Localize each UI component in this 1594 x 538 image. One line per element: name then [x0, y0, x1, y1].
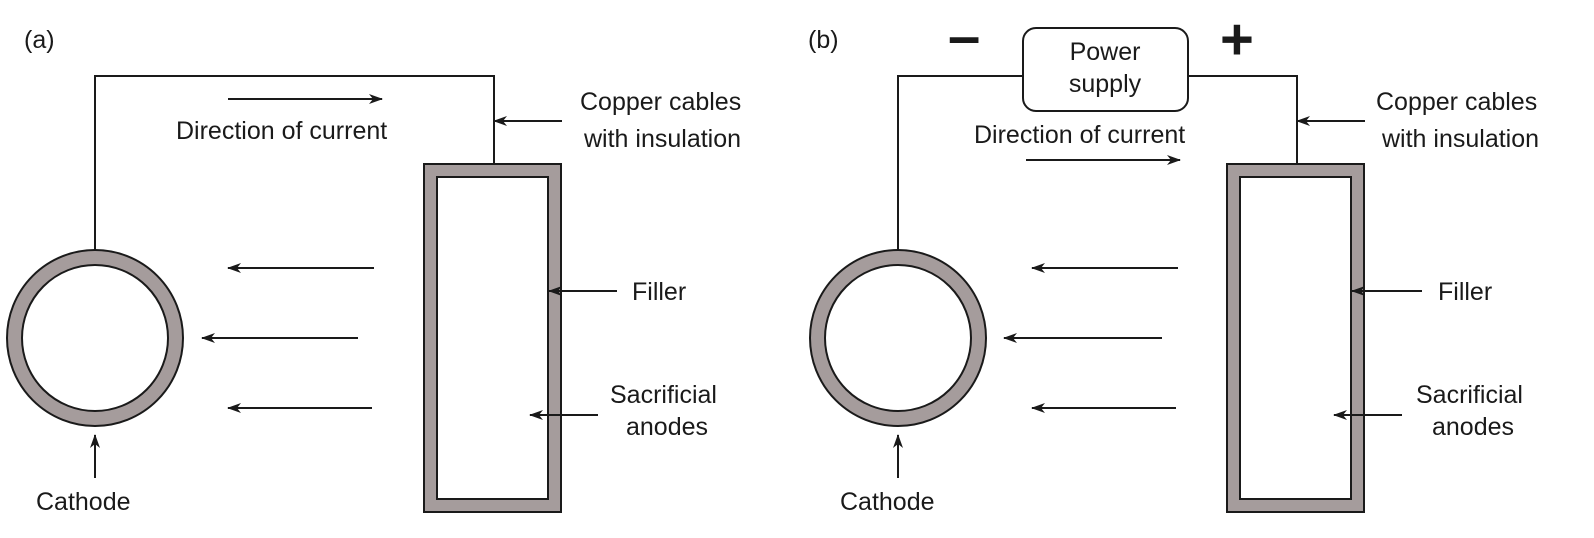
filler-label-b: Filler [1438, 278, 1492, 306]
cathode-label-a: Cathode [36, 488, 131, 516]
direction-label-b: Direction of current [974, 121, 1185, 149]
cathode-outer-edge-a [6, 249, 184, 427]
anode-label-a-line2: anodes [626, 413, 708, 441]
panel-b: (b) – + Power supply Direction of curren… [808, 4, 1539, 516]
anode-outer-border-a [423, 163, 562, 513]
anode-label-b-line1: Sacrificial [1416, 381, 1523, 409]
cable-label-a-line2: with insulation [583, 125, 741, 153]
cathode-label-b: Cathode [840, 488, 935, 516]
cable-label-a-line1: Copper cables [580, 88, 741, 116]
anode-outer-border-b [1226, 163, 1365, 513]
panel-a: (a) Direction of current Copper cables w… [6, 26, 741, 516]
cathode-b [824, 264, 972, 412]
anode-label-b-line2: anodes [1432, 413, 1514, 441]
power-supply-label-line2: supply [1069, 70, 1142, 98]
power-supply-label-line1: Power [1070, 38, 1141, 66]
sacrificial-anode-b [1239, 176, 1352, 500]
cathode-a [21, 264, 169, 412]
copper-cable-b-left [897, 75, 1023, 252]
filler-a [424, 164, 561, 512]
cathode-ring-a [7, 250, 183, 426]
direction-label-a: Direction of current [176, 117, 387, 145]
anode-label-a-line1: Sacrificial [610, 381, 717, 409]
copper-cable-b-right [1188, 75, 1298, 163]
sacrificial-anode-a [436, 176, 549, 500]
cathode-ring-b [810, 250, 986, 426]
cable-label-b-line2: with insulation [1381, 125, 1539, 153]
panel-b-label: (b) [808, 26, 839, 54]
filler-label-a: Filler [632, 278, 686, 306]
panel-a-label: (a) [24, 26, 55, 54]
minus-sign: – [948, 4, 980, 69]
power-supply-box [1022, 27, 1189, 112]
filler-b [1227, 164, 1364, 512]
cable-label-b-line1: Copper cables [1376, 88, 1537, 116]
cathode-outer-edge-b [809, 249, 987, 427]
plus-sign: + [1220, 7, 1254, 72]
